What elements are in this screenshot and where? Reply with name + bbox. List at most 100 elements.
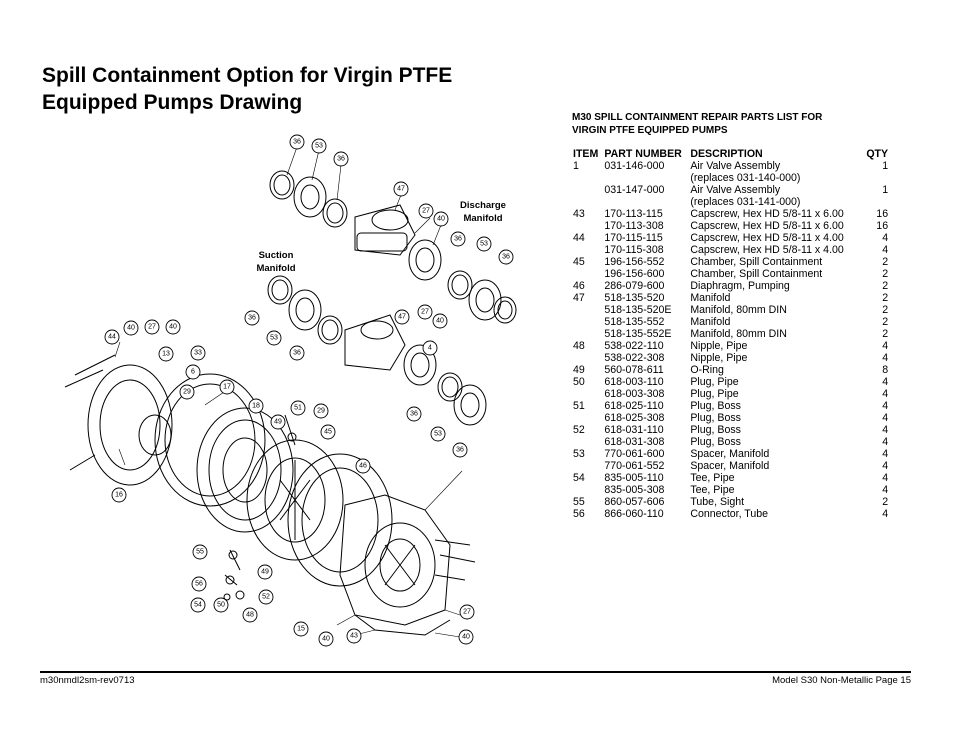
callout: 27 bbox=[144, 319, 160, 335]
callouts: 36 53 36 47 27 40 36 53 36 36 53 36 47 2… bbox=[104, 134, 514, 647]
item-cell: 56 bbox=[573, 508, 585, 520]
footer-doc-code: m30nmdl2sm-rev0713 bbox=[40, 675, 135, 686]
callout: 51 bbox=[290, 400, 306, 416]
qty-cell: 4 bbox=[882, 376, 889, 388]
parts-header-row: ITEM PART NUMBER DESCRIPTION QTY bbox=[570, 148, 891, 160]
callout: 13 bbox=[158, 346, 174, 362]
part-number-cell: 031-146-000 bbox=[604, 160, 665, 172]
column-header-part-number: PART NUMBER bbox=[604, 148, 682, 160]
part-number-cell: 560-078-611 bbox=[604, 364, 664, 376]
description-cell: Capscrew, Hex HD 5/8-11 x 4.00 bbox=[690, 244, 844, 256]
description-cell: (replaces 031-140-000) bbox=[690, 172, 801, 184]
column-header-description: DESCRIPTION bbox=[690, 148, 763, 160]
qty-cell: 2 bbox=[882, 496, 889, 508]
description-cell: Nipple, Pipe bbox=[690, 352, 748, 364]
item-cell bbox=[570, 412, 601, 424]
qty-cell: 2 bbox=[882, 280, 889, 292]
part-number-cell: 518-135-552E bbox=[604, 328, 672, 340]
suction-label-line2: Manifold bbox=[256, 263, 295, 274]
part-number-cell: 196-156-600 bbox=[604, 268, 665, 280]
item-cell: 50 bbox=[573, 376, 585, 388]
svg-text:49: 49 bbox=[274, 419, 282, 426]
callout: 27 bbox=[417, 304, 433, 320]
part-number-cell: 618-003-308 bbox=[604, 388, 665, 400]
svg-text:56: 56 bbox=[195, 581, 203, 588]
description-cell: Capscrew, Hex HD 5/8-11 x 4.00 bbox=[690, 232, 844, 244]
callout: 40 bbox=[433, 211, 449, 227]
item-cell bbox=[570, 196, 601, 208]
svg-text:27: 27 bbox=[148, 324, 156, 331]
description-cell: Plug, Pipe bbox=[690, 376, 739, 388]
callout: 55 bbox=[192, 544, 208, 560]
exploded-parts-drawing: 36 53 36 47 27 40 36 53 36 36 53 36 47 2… bbox=[64, 134, 517, 647]
svg-text:36: 36 bbox=[454, 236, 462, 243]
qty-cell: 4 bbox=[882, 424, 889, 436]
description-cell: Tee, Pipe bbox=[690, 472, 735, 484]
callout: 40 bbox=[432, 313, 448, 329]
part-number-cell: 618-031-308 bbox=[604, 436, 665, 448]
part-number-cell: 618-031-110 bbox=[604, 424, 664, 436]
item-cell bbox=[570, 244, 601, 256]
callout: 53 bbox=[266, 330, 282, 346]
page-title-line1: Spill Containment Option for Virgin PTFE bbox=[42, 64, 453, 87]
qty-cell: 4 bbox=[882, 460, 889, 472]
item-cell: 55 bbox=[573, 496, 585, 508]
qty-cell: 2 bbox=[882, 292, 889, 304]
item-cell bbox=[570, 352, 601, 364]
qty-cell bbox=[863, 196, 891, 208]
part-number-cell: 866-060-110 bbox=[604, 508, 664, 520]
description-cell: Spacer, Manifold bbox=[690, 448, 770, 460]
part-number-cell: 835-005-308 bbox=[604, 484, 665, 496]
description-cell: Manifold bbox=[690, 316, 731, 328]
description-cell: Nipple, Pipe bbox=[690, 340, 748, 352]
svg-text:36: 36 bbox=[293, 139, 301, 146]
svg-text:27: 27 bbox=[422, 208, 430, 215]
callout: 53 bbox=[476, 236, 492, 252]
qty-cell: 4 bbox=[882, 508, 889, 520]
svg-text:36: 36 bbox=[502, 254, 510, 261]
svg-text:40: 40 bbox=[462, 634, 470, 641]
svg-text:43: 43 bbox=[350, 633, 358, 640]
item-cell: 52 bbox=[573, 424, 585, 436]
qty-cell: 1 bbox=[882, 184, 889, 196]
callout: 53 bbox=[311, 138, 327, 154]
callout: 49 bbox=[257, 564, 273, 580]
qty-cell: 4 bbox=[882, 400, 889, 412]
part-number-cell: 518-135-520 bbox=[604, 292, 665, 304]
description-cell: Plug, Boss bbox=[690, 412, 741, 424]
svg-text:33: 33 bbox=[194, 350, 202, 357]
callout: 16 bbox=[111, 487, 127, 503]
description-cell: Chamber, Spill Containment bbox=[690, 268, 823, 280]
part-number-cell: 170-113-308 bbox=[604, 220, 664, 232]
callout: 52 bbox=[258, 589, 274, 605]
callout: 40 bbox=[165, 319, 181, 335]
callout: 17 bbox=[219, 379, 235, 395]
item-cell bbox=[570, 460, 601, 472]
parts-list-heading-line2: VIRGIN PTFE EQUIPPED PUMPS bbox=[572, 125, 728, 136]
qty-cell: 16 bbox=[876, 208, 889, 220]
svg-text:29: 29 bbox=[183, 389, 191, 396]
svg-text:48: 48 bbox=[246, 612, 254, 619]
callout: 53 bbox=[430, 426, 446, 442]
description-cell: Air Valve Assembly bbox=[690, 184, 781, 196]
qty-cell: 2 bbox=[882, 304, 889, 316]
qty-cell: 2 bbox=[882, 316, 889, 328]
callout: 36 bbox=[452, 442, 468, 458]
item-cell bbox=[570, 436, 601, 448]
qty-cell: 2 bbox=[882, 256, 889, 268]
footer-page-label: Model S30 Non-Metallic Page 15 bbox=[772, 675, 911, 686]
callout: 36 bbox=[450, 231, 466, 247]
description-cell: Plug, Boss bbox=[690, 400, 741, 412]
callout: 48 bbox=[242, 607, 258, 623]
